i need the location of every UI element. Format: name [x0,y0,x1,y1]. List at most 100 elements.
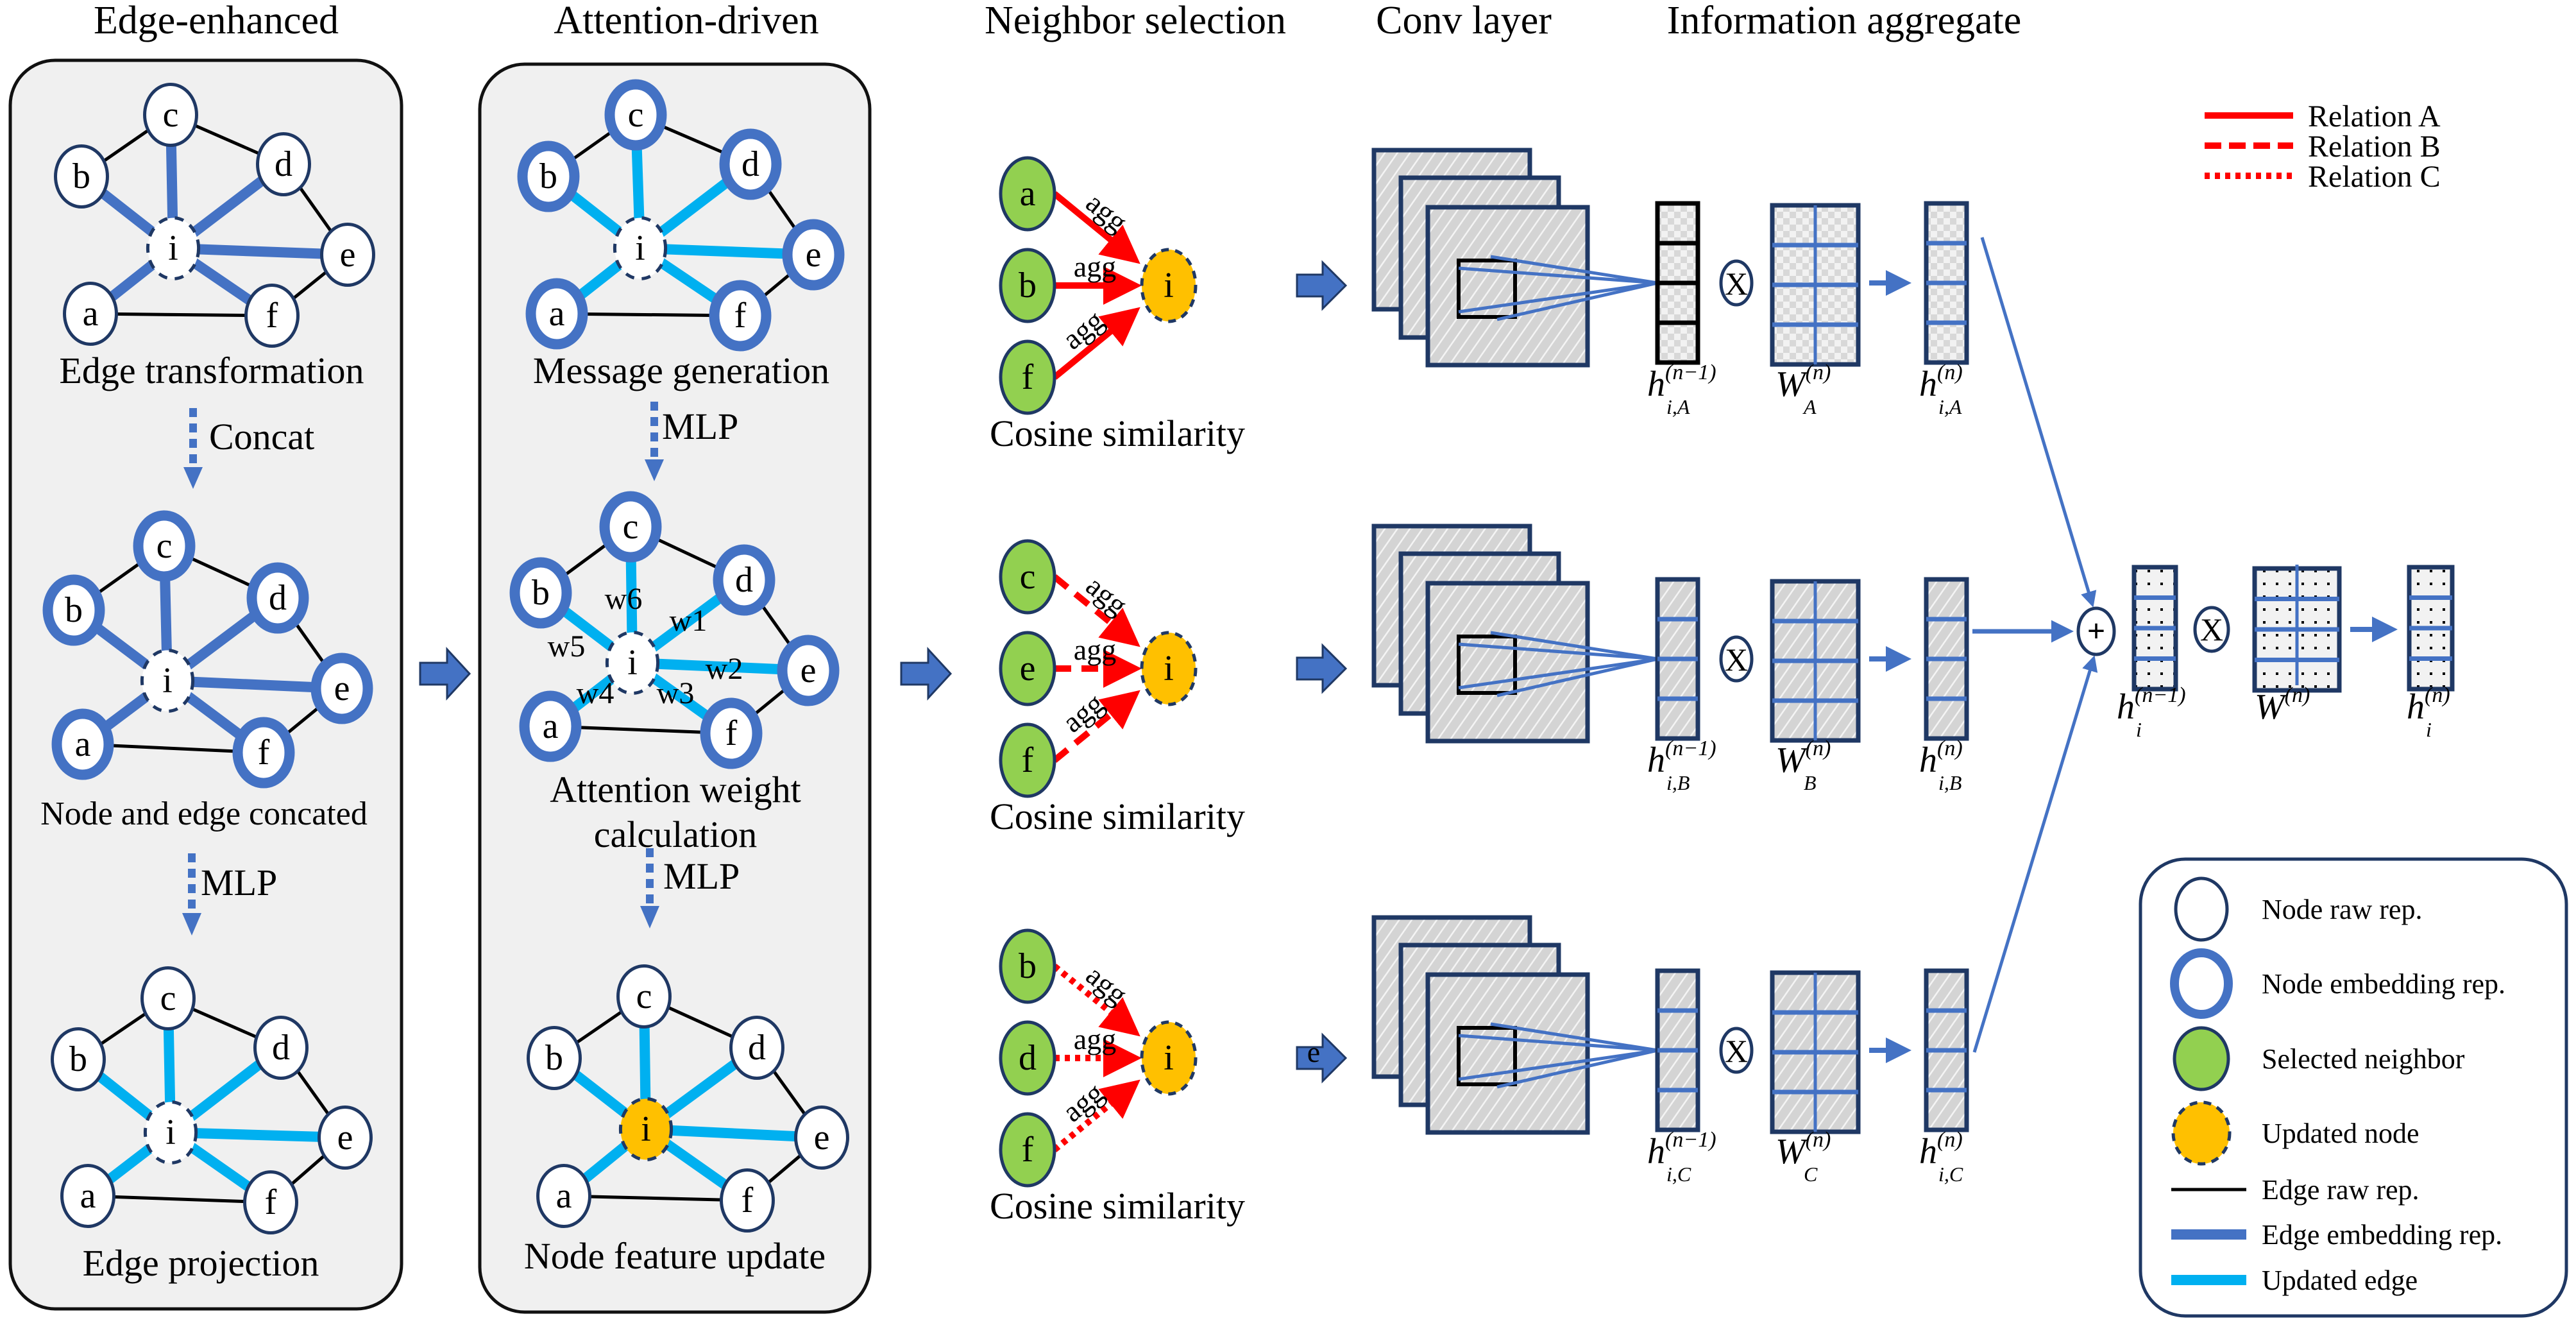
final-label-w: W(n) [2255,683,2310,727]
spoke-edge-i-e [170,1127,346,1143]
agg-label: agg [1056,687,1110,739]
node-label-d: d [735,560,753,600]
section-title-conv-layer: Conv layer [1376,0,1552,42]
node-label-f: f [741,1181,754,1220]
selected-neighbor-a [999,156,1056,232]
cosine-similarity-caption: Cosine similarity [990,796,1245,837]
multiply-symbol: X [1725,1033,1748,1069]
node-label-a: a [543,706,559,746]
conv-kernel [1457,635,1517,695]
selected-neighbor-label-b: b [1019,946,1037,986]
agg-label: agg [1074,633,1116,666]
node-f [720,1168,775,1233]
weight-matrix [1770,579,1861,743]
section-title-edge-enhanced: Edge-enhanced [94,0,339,42]
node-label-c: c [636,977,652,1016]
node-label-f: f [725,713,738,753]
transition-label-concat: Concat [209,416,314,457]
node-label-f: f [258,733,270,772]
target-node-label: i [1164,1038,1174,1078]
node-a [536,1163,591,1229]
caption-message-generation: Message generation [533,350,829,391]
final-h-prev-vector [2131,565,2178,692]
node-label-a: a [549,294,565,334]
node-label-d: d [741,144,759,184]
legend-item-edge-embedding: Edge embedding rep. [2171,1219,2502,1250]
agg-label: agg [1080,959,1134,1011]
node-b [527,1025,582,1091]
node-e [318,1105,373,1170]
node-c [599,491,662,563]
node-c [143,82,198,148]
connector-c-to-sum [1972,655,2098,1053]
feature-map-stack [1371,524,1658,744]
conv-kernel [1457,1026,1517,1086]
agg-label: agg [1074,1023,1116,1055]
node-d [719,128,782,200]
section-title-neighbor-selection: Neighbor selection [985,0,1286,42]
target-node-i [1140,631,1198,706]
transition-label-mlp-left: MLP [201,862,277,903]
node-b [509,557,572,629]
block-arrow-to-conv [1296,260,1348,311]
node-label-f: f [265,1182,277,1222]
target-node-i [1140,248,1198,323]
node-b [517,141,580,212]
connector-a-to-sum [1980,237,2097,608]
node-label-c: c [157,526,173,566]
caption-attention-weight-line1: Attention weight [550,769,801,810]
node-label-b: b [539,157,557,196]
feature-map-stack [1371,148,1658,368]
node-a [60,1163,115,1229]
node-label-c: c [628,95,644,135]
attention-weight-w2: w2 [706,652,743,686]
transition-arrow-mlp-attn-2 [640,848,659,928]
node-b [51,1027,106,1092]
node-b [54,144,109,209]
node-embedding-icon [2170,948,2233,1019]
target-node-i [1140,1020,1198,1096]
node-label-d: d [272,1028,290,1068]
legend-label: Edge embedding rep. [2262,1219,2502,1250]
selected-neighbor-f [999,339,1056,415]
final-weight-matrix [2252,565,2342,693]
legend-label: Node embedding rep. [2262,968,2505,1000]
agg-edge-f [1052,307,1140,380]
label-h-prev: h(n−1)i,C [1647,1128,1716,1186]
legend-item-edge-raw: Edge raw rep. [2171,1174,2419,1206]
caption-edge-transformation: Edge transformation [59,350,364,391]
node-i [140,648,195,713]
cosine-similarity-caption: Cosine similarity [990,1185,1245,1227]
node-label-a: a [75,724,91,764]
final-label-h-prev: h(n−1)i [2117,683,2186,741]
node-c [140,966,196,1031]
raw-edge-a-f [90,312,273,318]
node-c [616,964,672,1029]
block-arrow-attention-to-neighbor [900,647,953,701]
conv-row-b: Xh(n−1)i,BW(n)Bh(n)i,B [1371,524,1969,794]
weight-matrix [1770,970,1861,1134]
caption-node-edge-concated: Node and edge concated [40,796,368,832]
selected-neighbor-label-c: c [1020,557,1036,597]
graphs-layer: abcdefiabcdefiabcdefiabcdefiabcdefiw1w2w… [42,79,849,1235]
node-label-i: i [627,643,638,683]
legend-label: Edge raw rep. [2262,1174,2419,1206]
agg-label: agg [1080,186,1134,239]
transition-arrow-concat [183,408,203,489]
attention-weight-w1: w1 [670,604,708,638]
target-node-label: i [1164,649,1174,688]
node-label-a: a [83,294,99,334]
node-label-i: i [165,1113,176,1152]
raw-edge-a-f [563,1194,748,1202]
selected-neighbor-b [999,928,1056,1004]
selected-neighbor-label-a: a [1020,174,1036,214]
node-label-i: i [641,1109,651,1149]
node-a [525,278,588,350]
